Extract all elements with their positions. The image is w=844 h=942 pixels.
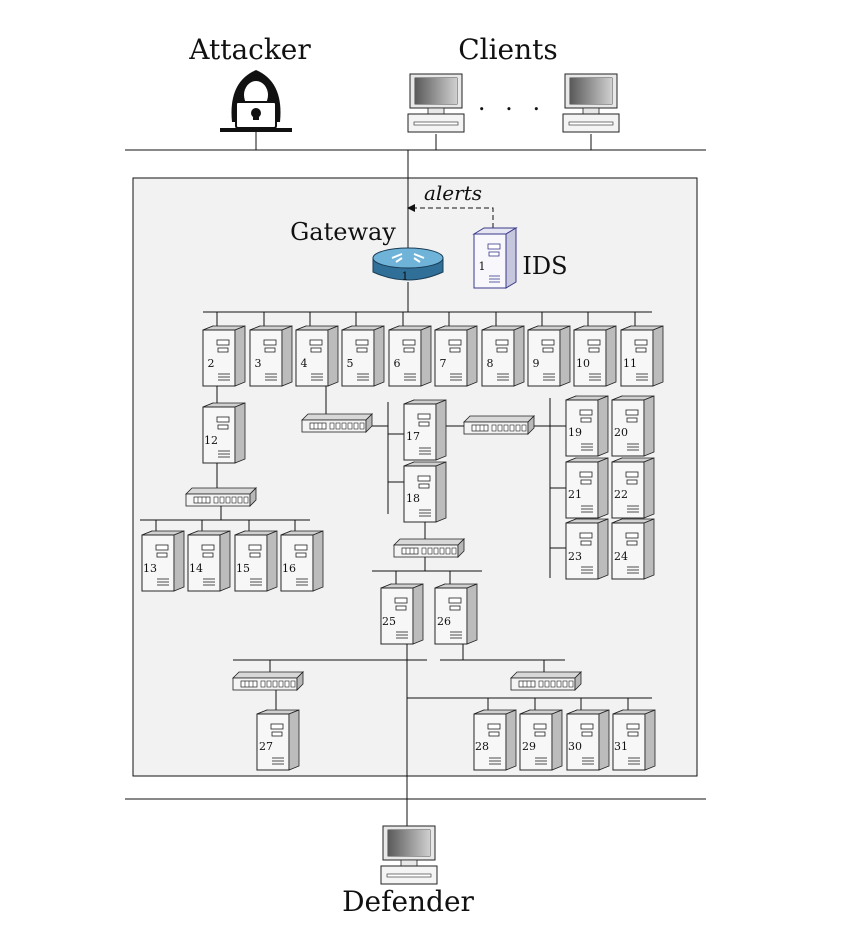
server-19-id: 19 xyxy=(568,426,582,439)
gateway-label: Gateway xyxy=(290,218,396,246)
server-12: 12 xyxy=(202,402,246,464)
server-28-id: 28 xyxy=(475,740,489,753)
server-24: 24 xyxy=(611,518,655,580)
server-6-id: 6 xyxy=(394,357,401,370)
server-15-id: 15 xyxy=(236,562,250,575)
client-computer-1 xyxy=(407,73,465,133)
server-25: 25 xyxy=(380,583,424,645)
clients-ellipsis: . . . xyxy=(478,88,546,116)
server-26: 26 xyxy=(434,583,478,645)
server-29-id: 29 xyxy=(522,740,536,753)
server-4: 4 xyxy=(295,325,339,387)
server-22-id: 22 xyxy=(614,488,628,501)
defender-label: Defender xyxy=(342,885,474,918)
server-18: 18 xyxy=(403,461,447,523)
server-8: 8 xyxy=(481,325,525,387)
server-4-id: 4 xyxy=(301,357,308,370)
server-14: 14 xyxy=(187,530,231,592)
gateway-id: 1 xyxy=(402,270,409,283)
switch-bottom-right xyxy=(510,671,582,691)
server-3: 3 xyxy=(249,325,293,387)
server-23: 23 xyxy=(565,518,609,580)
server-8-id: 8 xyxy=(487,357,494,370)
server-14-id: 14 xyxy=(189,562,203,575)
server-24-id: 24 xyxy=(614,550,628,563)
server-16-id: 16 xyxy=(282,562,296,575)
server-21: 21 xyxy=(565,457,609,519)
server-31: 31 xyxy=(612,709,656,771)
attacker-icon xyxy=(220,70,292,150)
server-22: 22 xyxy=(611,457,655,519)
switch-bottom-left xyxy=(232,671,304,691)
server-5-id: 5 xyxy=(347,357,354,370)
left-group-servers: 13 14 15 16 xyxy=(141,530,324,592)
server-20-id: 20 xyxy=(614,426,628,439)
server-27-id: 27 xyxy=(259,740,273,753)
row1-drops xyxy=(216,312,636,326)
server-7-id: 7 xyxy=(440,357,447,370)
attacker-label: Attacker xyxy=(188,33,311,66)
server-11-id: 11 xyxy=(623,357,637,370)
server-16: 16 xyxy=(280,530,324,592)
row1-servers: 2 3 4 5 6 7 8 9 10 11 xyxy=(202,325,664,387)
server-27: 27 xyxy=(256,709,300,771)
server-9-id: 9 xyxy=(533,357,540,370)
alerts-label: alerts xyxy=(424,181,482,205)
right-group-servers: 19 20 21 22 23 24 xyxy=(565,395,655,580)
server-29: 29 xyxy=(519,709,563,771)
server-30-id: 30 xyxy=(568,740,582,753)
server-31-id: 31 xyxy=(614,740,628,753)
server-17-id: 17 xyxy=(406,430,420,443)
server-19: 19 xyxy=(565,395,609,457)
client-computer-2 xyxy=(562,73,620,133)
alerts-arrow xyxy=(414,207,494,228)
server-13: 13 xyxy=(141,530,185,592)
switch-right xyxy=(463,415,535,435)
server-20: 20 xyxy=(611,395,655,457)
server-9: 9 xyxy=(527,325,571,387)
server-2-id: 2 xyxy=(208,357,215,370)
server-6: 6 xyxy=(388,325,432,387)
gateway-router: 1 xyxy=(372,247,444,283)
server-7: 7 xyxy=(434,325,478,387)
server-26-id: 26 xyxy=(437,615,451,628)
server-5: 5 xyxy=(341,325,385,387)
server-10-id: 10 xyxy=(576,357,590,370)
server-3-id: 3 xyxy=(255,357,262,370)
server-17: 17 xyxy=(403,399,447,461)
server-2: 2 xyxy=(202,325,246,387)
server-18-id: 18 xyxy=(406,492,420,505)
bottom-right-servers: 28 29 30 31 xyxy=(473,709,656,771)
server-13-id: 13 xyxy=(143,562,157,575)
server-28: 28 xyxy=(473,709,517,771)
switch-left xyxy=(185,487,257,507)
server-25-id: 25 xyxy=(382,615,396,628)
server-11: 11 xyxy=(620,325,664,387)
ids-label: IDS xyxy=(522,252,567,280)
server-10: 10 xyxy=(573,325,617,387)
server-23-id: 23 xyxy=(568,550,582,563)
server-21-id: 21 xyxy=(568,488,582,501)
server-30: 30 xyxy=(566,709,610,771)
defender-computer xyxy=(380,825,438,885)
ids-server: 1 xyxy=(472,227,518,289)
server-12-id: 12 xyxy=(204,434,218,447)
switch-middle xyxy=(301,413,373,433)
clients-label: Clients xyxy=(458,33,558,66)
ids-id: 1 xyxy=(479,260,486,273)
server-15: 15 xyxy=(234,530,278,592)
switch-lower xyxy=(393,538,465,558)
